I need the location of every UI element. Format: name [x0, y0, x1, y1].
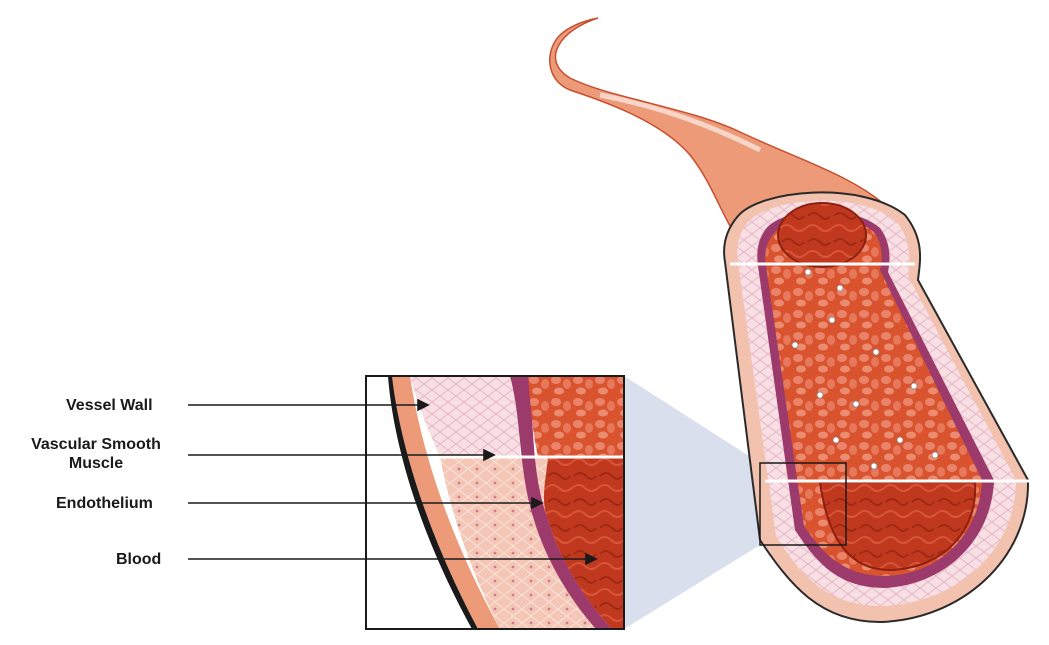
label-vessel-wall: Vessel Wall — [66, 396, 153, 415]
label-vsm-line1: Vascular Smooth — [31, 436, 161, 453]
label-vsm-line2: Muscle — [69, 455, 123, 472]
label-blood: Blood — [116, 550, 161, 569]
zoom-cone — [624, 376, 760, 629]
blood-top-section — [778, 203, 866, 267]
label-endothelium: Endothelium — [56, 494, 153, 513]
